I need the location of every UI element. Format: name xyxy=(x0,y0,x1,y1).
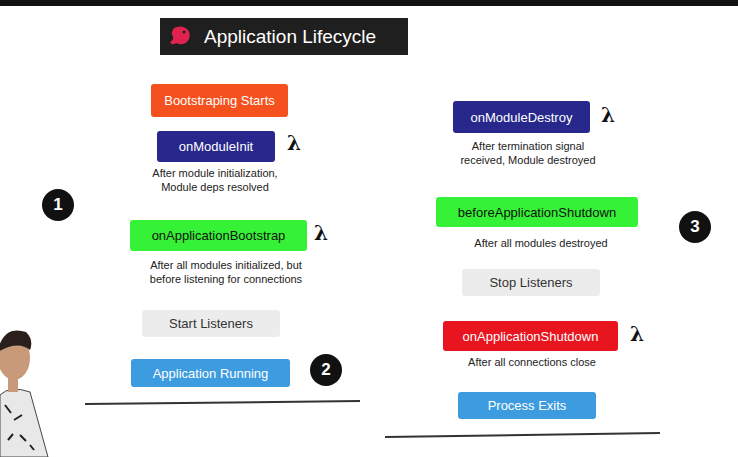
box-label: onModuleDestroy xyxy=(471,110,573,125)
state-box: Application Running xyxy=(131,359,290,387)
title-banner: Application Lifecycle xyxy=(160,18,408,55)
top-bar xyxy=(0,0,738,6)
box-label: onApplicationShutdown xyxy=(463,329,599,344)
divider-line xyxy=(385,433,660,437)
box-label: Process Exits xyxy=(488,398,567,413)
callout-number: 3 xyxy=(679,211,711,243)
hook-box: onApplicationShutdown xyxy=(443,321,618,351)
step-box: Start Listeners xyxy=(142,310,280,337)
hook-box: onModuleInit xyxy=(157,131,275,162)
callout-number: 2 xyxy=(310,354,342,386)
hook-caption: After all modules initialized, but befor… xyxy=(121,258,331,286)
box-label: Bootstraping Starts xyxy=(164,93,275,108)
state-box: Process Exits xyxy=(458,392,596,419)
step-box: Stop Listeners xyxy=(462,269,600,296)
hook-caption: After module initialization, Module deps… xyxy=(130,166,300,194)
box-label: onModuleInit xyxy=(179,139,253,154)
presenter-figure xyxy=(0,330,48,457)
lambda-mark: λ xyxy=(630,322,644,346)
title-text: Application Lifecycle xyxy=(204,26,376,48)
hook-caption: After termination signal received, Modul… xyxy=(428,139,628,167)
hook-box: onModuleDestroy xyxy=(453,101,590,133)
lambda-mark: λ xyxy=(287,131,301,155)
hook-caption: After all modules destroyed xyxy=(446,236,636,250)
start-box: Bootstraping Starts xyxy=(151,84,288,117)
hook-caption: After all connections close xyxy=(437,355,627,369)
box-label: beforeApplicationShutdown xyxy=(458,205,616,220)
divider-line xyxy=(85,401,360,404)
box-label: Start Listeners xyxy=(169,316,253,331)
nest-logo xyxy=(160,18,200,55)
lambda-mark: λ xyxy=(601,103,615,127)
box-label: Stop Listeners xyxy=(489,275,572,290)
box-label: Application Running xyxy=(153,366,269,381)
callout-number: 1 xyxy=(42,189,74,221)
box-label: onApplicationBootstrap xyxy=(152,228,286,243)
hook-box: beforeApplicationShutdown xyxy=(436,197,638,227)
hook-box: onApplicationBootstrap xyxy=(130,220,307,251)
lambda-mark: λ xyxy=(314,221,328,245)
